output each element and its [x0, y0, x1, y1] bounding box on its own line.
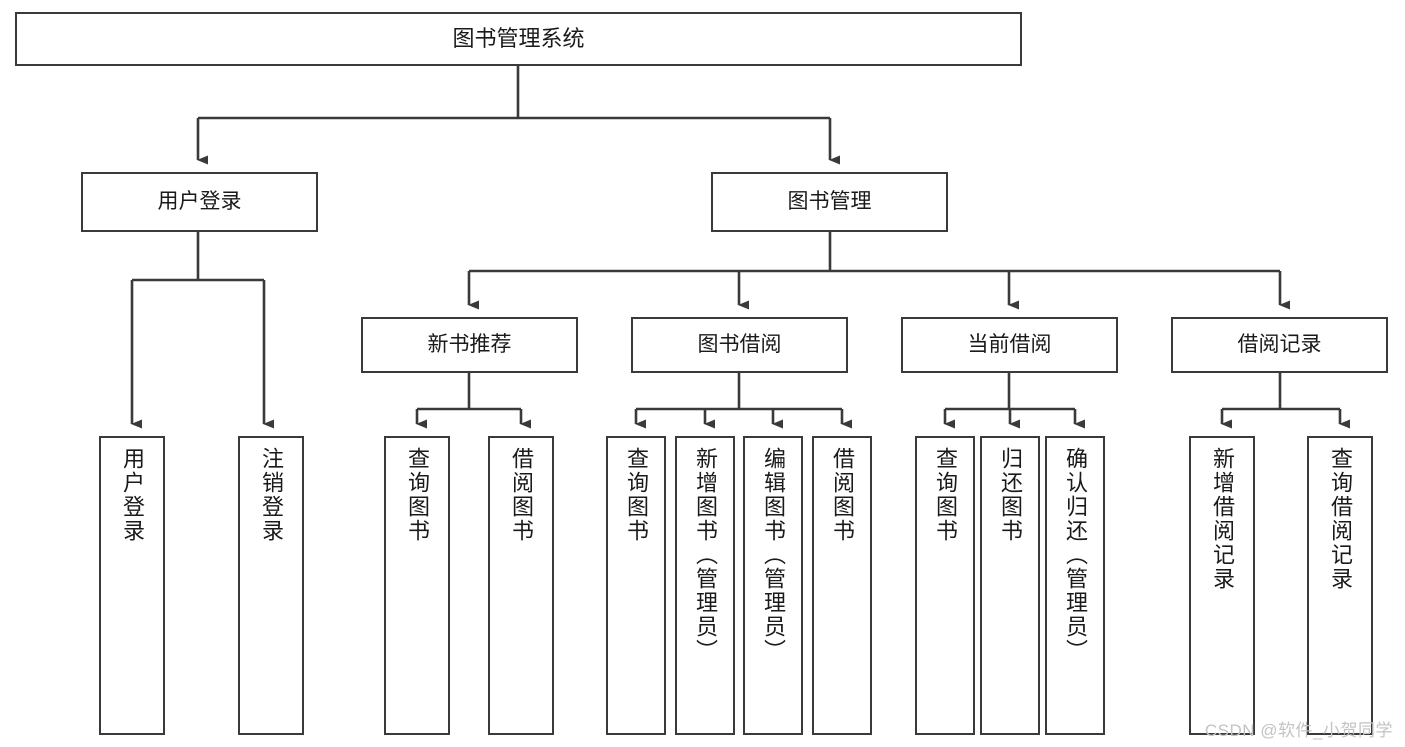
node-label: 新增借阅记录	[1210, 447, 1235, 591]
leaf-edit-book[interactable]: 编辑图书（管理员）	[743, 436, 803, 735]
node-label: 查询图书	[933, 447, 958, 543]
node-label: 新增图书（管理员）	[693, 447, 718, 663]
leaf-query-book-recommend[interactable]: 查询图书	[384, 436, 450, 735]
node-label: 图书管理	[787, 189, 872, 213]
node-label: 借阅图书	[830, 447, 855, 543]
node-label: 编辑图书（管理员）	[761, 447, 786, 663]
node-new-book-recommend[interactable]: 新书推荐	[361, 317, 578, 373]
node-label: 查询借阅记录	[1328, 447, 1353, 591]
node-label: 当前借阅	[967, 332, 1052, 356]
node-label: 用户登录	[120, 447, 145, 543]
csdn-watermark: CSDN @软件_小贺同学	[1204, 721, 1393, 740]
node-user-login[interactable]: 用户登录	[81, 172, 318, 232]
leaf-borrow-book[interactable]: 借阅图书	[812, 436, 872, 735]
leaf-borrow-book-recommend[interactable]: 借阅图书	[488, 436, 554, 735]
node-book-borrow[interactable]: 图书借阅	[631, 317, 848, 373]
node-label: 新书推荐	[427, 332, 512, 356]
leaf-add-book[interactable]: 新增图书（管理员）	[675, 436, 735, 735]
leaf-query-book-current[interactable]: 查询图书	[915, 436, 975, 735]
leaf-add-borrow-record[interactable]: 新增借阅记录	[1189, 436, 1255, 735]
node-label: 用户登录	[157, 189, 242, 213]
node-label: 查询图书	[624, 447, 649, 543]
leaf-user-login[interactable]: 用户登录	[99, 436, 165, 735]
leaf-return-book[interactable]: 归还图书	[980, 436, 1040, 735]
node-label: 归还图书	[998, 447, 1023, 543]
node-borrow-record[interactable]: 借阅记录	[1171, 317, 1388, 373]
node-label: 确认归还（管理员）	[1063, 447, 1088, 663]
node-label: 借阅图书	[509, 447, 534, 543]
node-label: 图书管理系统	[452, 26, 585, 52]
leaf-query-borrow-record[interactable]: 查询借阅记录	[1307, 436, 1373, 735]
node-label: 图书借阅	[697, 332, 782, 356]
node-label: 注销登录	[259, 447, 284, 543]
node-book-management[interactable]: 图书管理	[711, 172, 948, 232]
node-current-borrow[interactable]: 当前借阅	[901, 317, 1118, 373]
leaf-confirm-return[interactable]: 确认归还（管理员）	[1045, 436, 1105, 735]
node-label: 查询图书	[405, 447, 430, 543]
leaf-query-book-borrow[interactable]: 查询图书	[606, 436, 666, 735]
node-root-book-management-system[interactable]: 图书管理系统	[15, 12, 1022, 66]
node-label: 借阅记录	[1237, 332, 1322, 356]
leaf-logout-login[interactable]: 注销登录	[238, 436, 304, 735]
